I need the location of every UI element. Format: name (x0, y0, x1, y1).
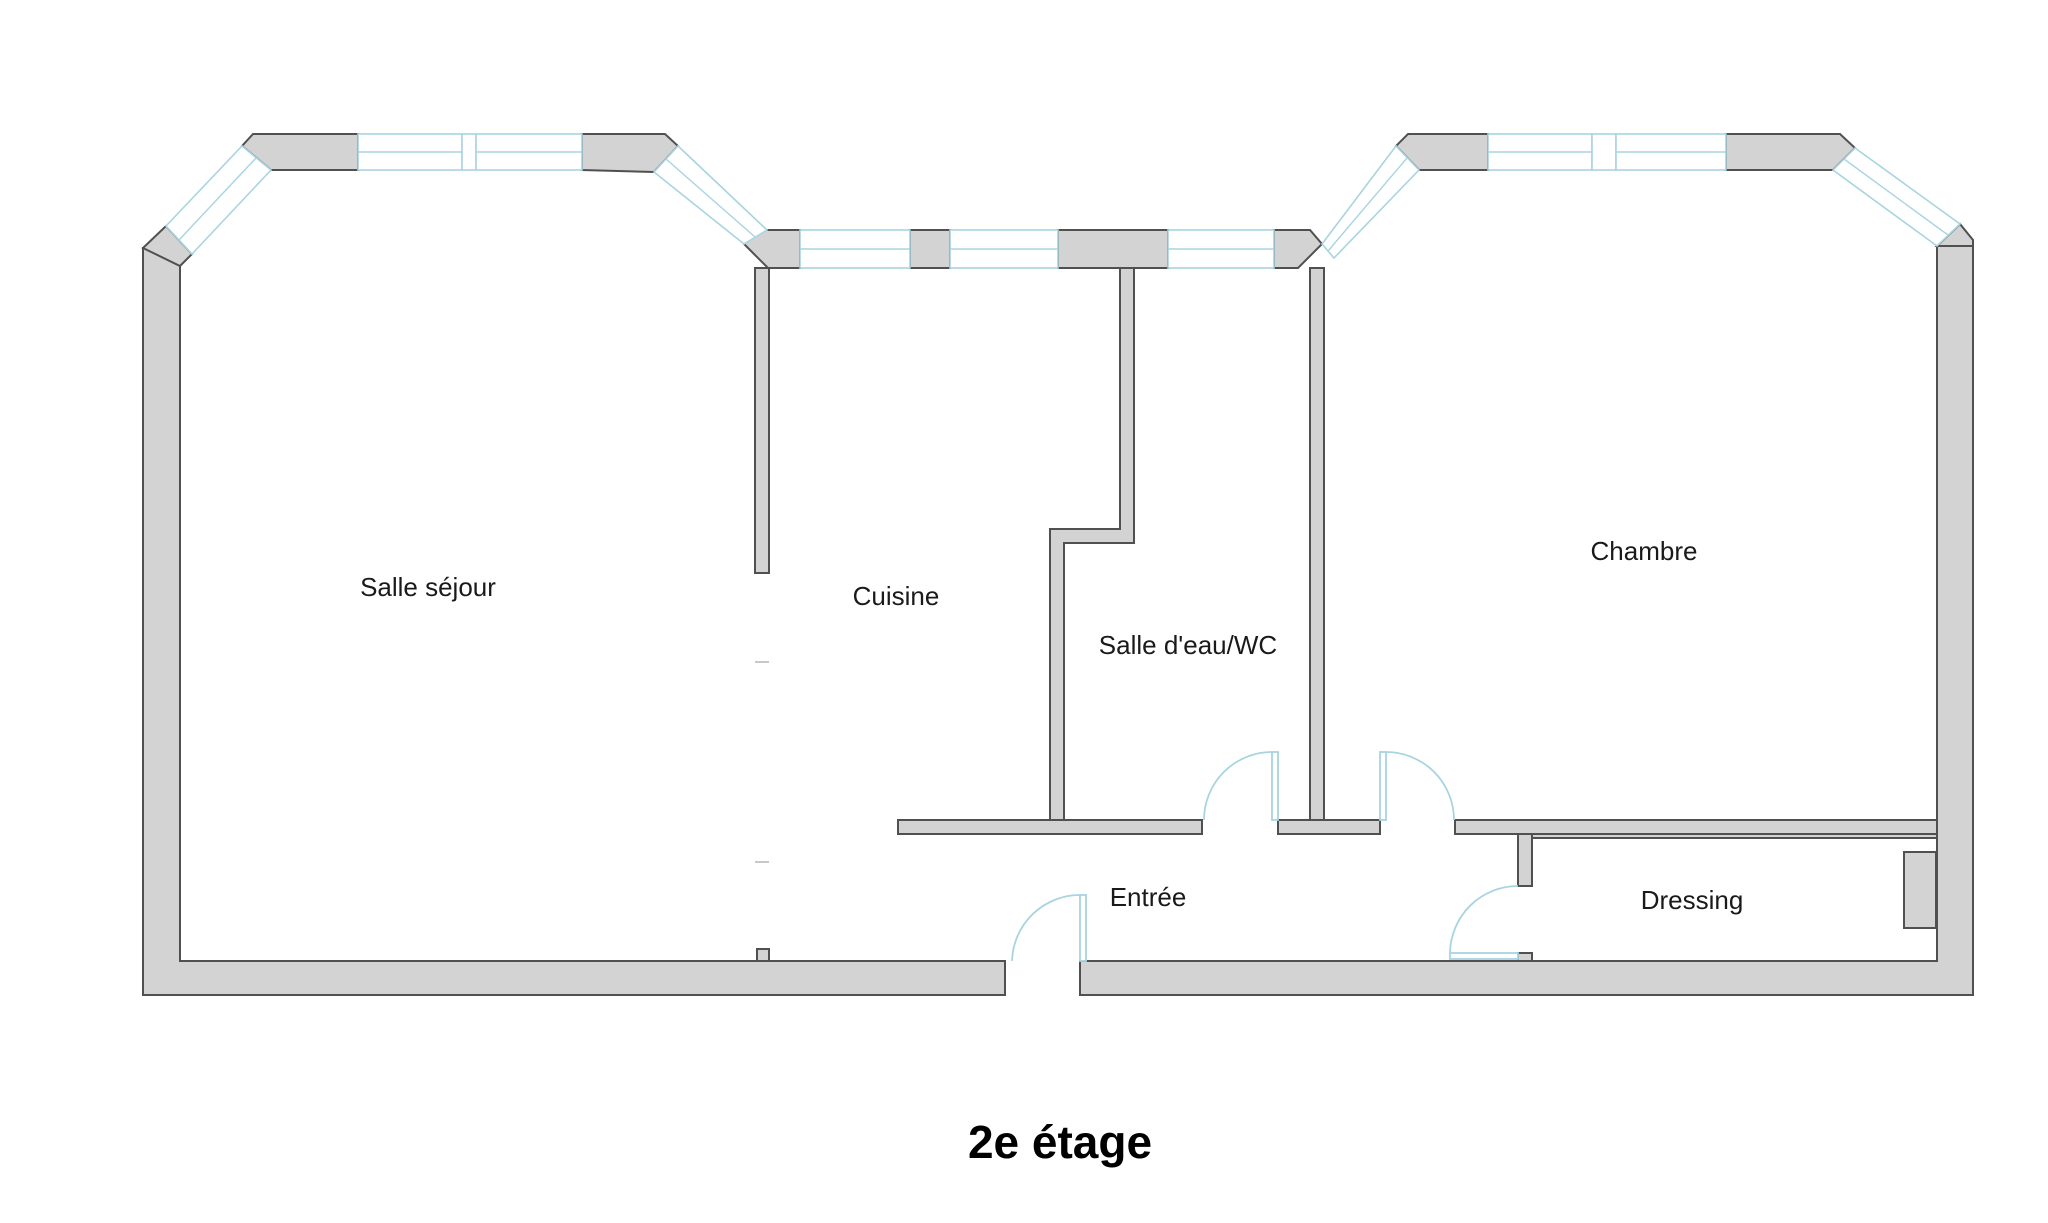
floor-title: 2e étage (968, 1116, 1152, 1168)
label-salle-sejour: Salle séjour (360, 572, 496, 602)
wall-bay-right-top-left (1394, 133, 1489, 171)
wall-top-mid-pier3 (1273, 229, 1324, 269)
wall-kitchen-left (754, 267, 770, 574)
wall-stub-bottom (756, 948, 770, 962)
label-dressing: Dressing (1641, 885, 1744, 915)
label-cuisine: Cuisine (853, 581, 940, 611)
wall-left-bottom (142, 247, 1006, 996)
wall-kitchen-bathroom (1049, 267, 1135, 821)
label-salle-eau: Salle d'eau/WC (1099, 630, 1277, 660)
door-dressing (1449, 885, 1519, 960)
label-chambre: Chambre (1591, 536, 1698, 566)
wardrobe (1903, 851, 1937, 929)
door-bathroom (1203, 751, 1279, 821)
wall-top-mid-pier2 (1057, 229, 1169, 269)
window-right-bay-diag-right (1831, 146, 1962, 248)
outer-walls (141, 133, 1974, 996)
windows (164, 133, 1962, 269)
window-right-bay-diag-left (1320, 144, 1421, 260)
wall-corridor-3 (1454, 819, 1938, 835)
door-bedroom (1379, 751, 1455, 821)
doors (1011, 751, 1519, 962)
wall-dressing-bottom-stub (1517, 952, 1533, 962)
window-left-bay-top (357, 133, 583, 171)
window-kitchen (799, 229, 1059, 269)
window-bathroom (1167, 229, 1275, 269)
window-left-bay-diag-right (652, 144, 769, 245)
interior-walls (754, 267, 1938, 962)
wall-bay-right-top-right (1725, 133, 1857, 171)
door-entrance (1011, 894, 1087, 962)
wall-top-mid-pier1 (909, 229, 951, 269)
wall-bay-left-top-left (240, 133, 359, 171)
wall-corridor-1 (897, 819, 1203, 835)
room-labels: Salle séjour Cuisine Salle d'eau/WC Cham… (360, 536, 1743, 915)
wall-corridor-2 (1277, 819, 1381, 835)
label-entree: Entrée (1110, 882, 1187, 912)
wall-bathroom-bedroom (1309, 267, 1325, 821)
wall-dressing-stub (1517, 833, 1533, 887)
window-right-bay-top (1487, 133, 1727, 171)
wall-dressing-inner (1531, 833, 1938, 839)
window-left-bay-diag-left (164, 144, 273, 256)
